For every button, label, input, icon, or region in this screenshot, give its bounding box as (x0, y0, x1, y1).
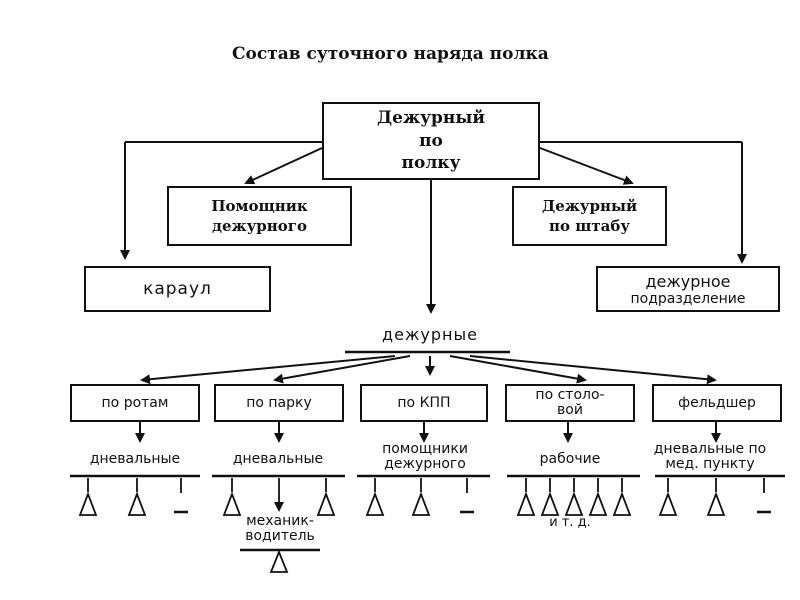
hq-duty-line1: Дежурный (541, 196, 638, 215)
assistant-duty-box: Помощник дежурного (167, 186, 352, 246)
guard-label: караул (143, 279, 212, 299)
hq-duty-box: Дежурный по штабу (512, 186, 667, 246)
fan-arrow-1 (140, 355, 396, 385)
fan-arrow-5 (469, 355, 717, 385)
duty-unit-line2: подразделение (630, 290, 746, 307)
duty-unit-line1: дежурное (645, 271, 731, 291)
branch-medic-label: фельдшер (678, 395, 756, 411)
branch-canteen-box: по столо- вой (505, 384, 635, 422)
duty-officers-label: дежурные (382, 325, 478, 344)
branch-companies-box: по ротам (70, 384, 200, 422)
driver-mechanic-line1: механик- (246, 513, 314, 529)
fan-arrow-2 (273, 355, 411, 384)
driver-mechanic-line2: водитель (245, 528, 315, 545)
regiment-duty-line1: Дежурный (377, 107, 485, 128)
hq-duty-line2: по штабу (549, 217, 630, 235)
branch-companies-label: по ротам (101, 395, 169, 411)
branch-checkpoint-box: по КПП (360, 384, 488, 422)
regiment-duty-line2: по (419, 130, 443, 151)
regiment-duty-line3: полку (401, 153, 461, 174)
medical-orderlies-label: дневальные по мед. пункту (630, 441, 790, 473)
medical-orderlies-line1: дневальные по (653, 441, 767, 457)
page-title: Состав суточного наряда полка (232, 44, 549, 64)
checkpoint-assistants-line2: дежурного (384, 456, 466, 473)
etc-note: и т. д. (549, 515, 591, 530)
arrow-to-hq (539, 147, 634, 185)
branch-canteen-line1: по столо- (535, 387, 605, 404)
checkpoint-assistants-line1: помощники (382, 441, 468, 457)
branch-checkpoint-label: по КПП (397, 395, 451, 411)
orderlies-companies-label: дневальные (89, 451, 181, 467)
guard-box: караул (84, 266, 271, 312)
checkpoint-assistants-label: помощники дежурного (350, 441, 500, 473)
branch-park-box: по парку (214, 384, 344, 422)
branch-canteen-line2: вой (557, 402, 583, 418)
driver-mechanic-label: механик- водитель (225, 513, 335, 545)
assistant-line2: дежурного (212, 217, 307, 235)
medical-orderlies-line2: мед. пункту (665, 456, 755, 473)
fan-arrow-4 (449, 355, 587, 384)
arrow-to-assistant (244, 147, 323, 185)
regiment-duty-officer-box: Дежурный по полку (322, 102, 540, 180)
orderlies-park-label: дневальные (232, 451, 324, 467)
branch-medic-box: фельдшер (652, 384, 782, 422)
duty-unit-box: дежурное подразделение (596, 266, 780, 312)
branch-park-label: по парку (246, 395, 312, 411)
assistant-line1: Помощник (211, 196, 308, 215)
workers-label: рабочие (539, 451, 601, 467)
